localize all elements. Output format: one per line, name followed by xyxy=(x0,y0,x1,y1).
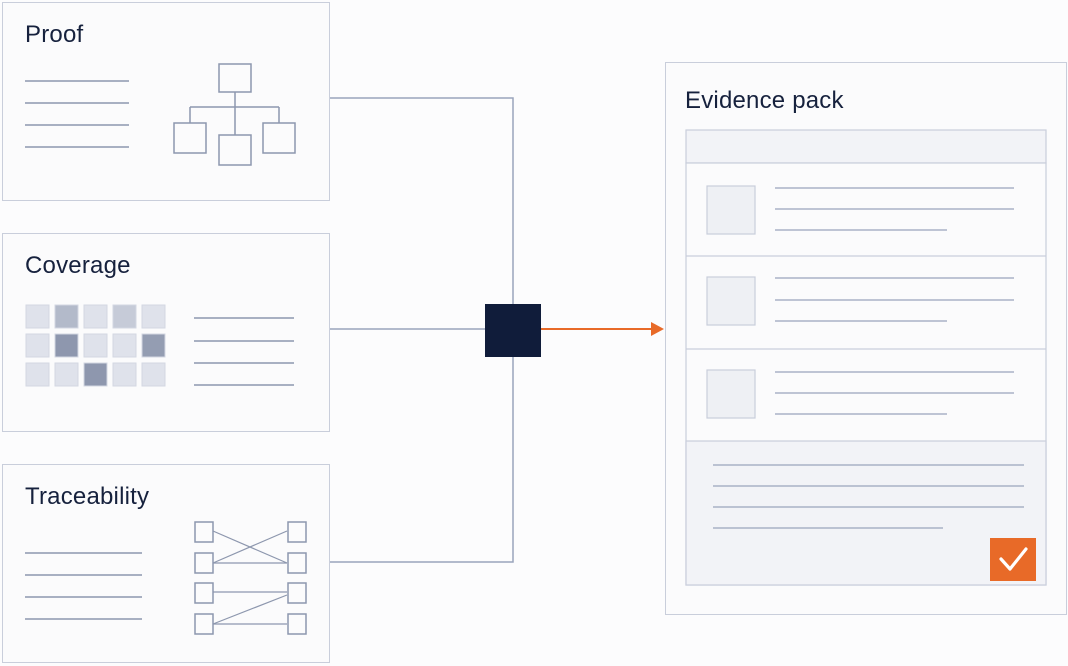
heatmap-cell xyxy=(112,362,137,387)
evidence-row xyxy=(706,185,1014,235)
text-lines-icon xyxy=(194,317,294,386)
output-arrowhead xyxy=(651,322,664,336)
heatmap-cell xyxy=(112,333,137,358)
heatmap-cell xyxy=(54,333,79,358)
proof-card-title: Proof xyxy=(25,21,84,48)
checkmark-icon xyxy=(990,538,1036,581)
heatmap-cell xyxy=(83,362,108,387)
coverage-heatmap-icon xyxy=(25,304,166,387)
traceability-card: Traceability xyxy=(2,464,330,663)
text-lines-icon xyxy=(25,80,129,148)
heatmap-cell xyxy=(54,362,79,387)
evidence-document xyxy=(685,129,1047,586)
evidence-pack-title: Evidence pack xyxy=(685,87,844,114)
heatmap-cell xyxy=(25,333,50,358)
connector-proof xyxy=(330,97,514,304)
trace-links-icon xyxy=(194,521,307,635)
evidence-row xyxy=(706,369,1014,419)
heatmap-cell xyxy=(141,362,166,387)
heatmap-cell xyxy=(25,304,50,329)
evidence-pack-card: Evidence pack xyxy=(665,62,1067,615)
evidence-row xyxy=(706,276,1014,326)
coverage-card: Coverage xyxy=(2,233,330,432)
heatmap-cell xyxy=(54,304,79,329)
proof-card: Proof xyxy=(2,2,330,201)
heatmap-cell xyxy=(83,333,108,358)
text-lines-icon xyxy=(25,552,142,620)
traceability-card-title: Traceability xyxy=(25,483,150,510)
hierarchy-tree-icon xyxy=(173,63,296,166)
coverage-card-title: Coverage xyxy=(25,252,131,279)
heatmap-cell xyxy=(83,304,108,329)
heatmap-cell xyxy=(141,333,166,358)
heatmap-cell xyxy=(141,304,166,329)
aggregator-node-icon xyxy=(485,304,541,357)
connector-traceability xyxy=(330,357,514,563)
heatmap-cell xyxy=(112,304,137,329)
heatmap-cell xyxy=(25,362,50,387)
document-header-bar xyxy=(685,129,1047,164)
